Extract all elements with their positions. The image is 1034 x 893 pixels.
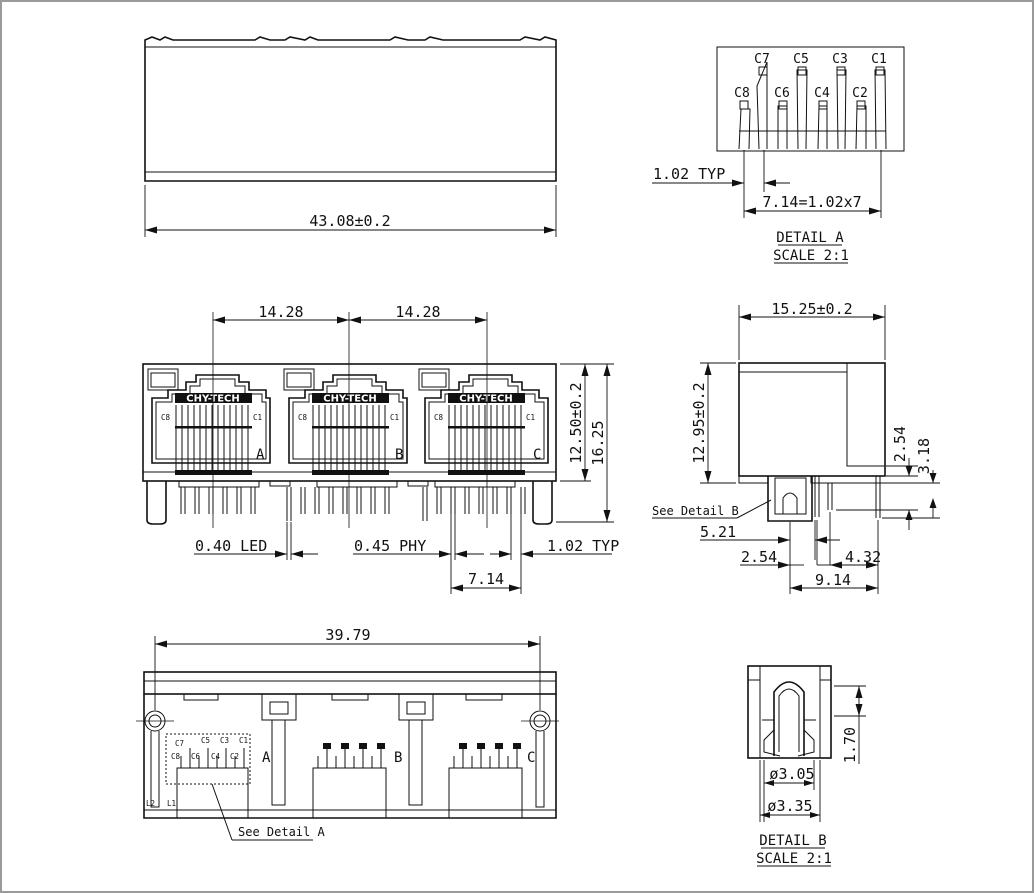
- bottom-pin-c5: C5: [201, 736, 210, 745]
- bottom-pin-c6: C6: [191, 752, 201, 761]
- detail-b-height-label: 1.70: [841, 727, 859, 763]
- detail-a: C7 C5 C3 C1 C8 C6 C4 C2 1.02 TYP 7.14=1.…: [652, 46, 905, 264]
- front-brand-c: CHY-TECH: [459, 394, 513, 405]
- detail-a-pin-c8: C8: [734, 86, 750, 101]
- detail-a-pin-c5: C5: [793, 52, 809, 67]
- side-view: 15.25±0.2 12.95±0.2 2.54 3.18 See Detail…: [652, 300, 940, 594]
- front-pin-span-label: 7.14: [468, 570, 504, 588]
- bottom-pin-c2: C2: [230, 752, 239, 761]
- front-port-letter-c: C: [533, 447, 541, 463]
- front-port-pitch-2: 14.28: [395, 303, 440, 321]
- front-pin-c8-a: C8: [161, 413, 171, 422]
- side-see-detail-b: See Detail B: [652, 504, 739, 518]
- bottom-port-letter-c: C: [527, 750, 535, 766]
- side-depth-label: 15.25±0.2: [771, 300, 852, 318]
- front-port-b: CHY-TECH C8 C1 B: [283, 368, 408, 475]
- bottom-port-letter-a: A: [262, 750, 271, 766]
- detail-a-title: DETAIL A: [776, 230, 844, 246]
- front-pin-c8-b: C8: [298, 413, 308, 422]
- bottom-port-letter-b: B: [394, 750, 402, 766]
- bottom-see-detail-a: See Detail A: [238, 825, 325, 839]
- front-led-label: 0.40 LED: [195, 537, 267, 555]
- front-port-c: CHY-TECH C8 C1 C: [418, 368, 549, 475]
- detail-a-pitch-label: 1.02 TYP: [653, 165, 725, 183]
- front-pitch-label: 1.02 TYP: [547, 537, 619, 555]
- detail-b-title: DETAIL B: [759, 833, 826, 849]
- side-dim-521: 5.21: [700, 523, 736, 541]
- detail-b-dia-outer: ø3.35: [767, 797, 812, 815]
- bottom-pin-c7: C7: [175, 739, 184, 748]
- detail-a-span-label: 7.14=1.02x7: [762, 193, 861, 211]
- detail-b-scale: SCALE 2:1: [756, 851, 832, 867]
- front-pin-c1-b: C1: [390, 413, 399, 422]
- detail-a-pin-c6: C6: [774, 86, 790, 101]
- side-dim-254b: 2.54: [741, 548, 777, 566]
- side-dim-254: 2.54: [891, 426, 909, 462]
- bottom-width-label: 39.79: [325, 626, 370, 644]
- side-dim-432: 4.32: [845, 548, 881, 566]
- front-height-total: 16.25: [589, 420, 607, 465]
- detail-a-pin-c3: C3: [832, 52, 848, 67]
- front-view: CHY-TECH C8 C1 A CHY-TECH C8 C1 B: [142, 303, 619, 594]
- front-port-letter-a: A: [256, 447, 265, 463]
- side-height-label: 12.95±0.2: [690, 382, 708, 463]
- side-dim-914: 9.14: [815, 571, 851, 589]
- detail-a-pin-c1: C1: [871, 52, 887, 67]
- front-brand-b: CHY-TECH: [323, 394, 377, 405]
- bottom-pin-c1: C1: [239, 736, 248, 745]
- front-pin-c1-c: C1: [526, 413, 535, 422]
- front-port-letter-b: B: [395, 447, 403, 463]
- detail-b: 1.70 ø3.05 ø3.35 DETAIL B SCALE 2:1: [747, 665, 866, 867]
- detail-a-pin-c4: C4: [814, 86, 830, 101]
- bottom-led-l1: L1: [167, 799, 176, 808]
- front-port-pitch-1: 14.28: [258, 303, 303, 321]
- bottom-pin-c4: C4: [211, 752, 221, 761]
- detail-a-pin-c7: C7: [754, 52, 770, 67]
- bottom-pin-c8: C8: [171, 752, 181, 761]
- side-dim-318: 3.18: [915, 438, 933, 474]
- bottom-view: C7 C5 C3 C1 C8 C6 C4 C2 A L2 L1 B C 39: [136, 626, 559, 841]
- top-view: 43.08±0.2: [144, 36, 557, 237]
- bottom-pin-c3: C3: [220, 736, 229, 745]
- detail-a-pin-c2: C2: [852, 86, 868, 101]
- detail-b-dia-inner: ø3.05: [769, 765, 814, 783]
- front-phy-label: 0.45 PHY: [354, 537, 426, 555]
- front-height-body: 12.50±0.2: [567, 382, 585, 463]
- top-width-label: 43.08±0.2: [309, 212, 390, 230]
- front-pin-c1-a: C1: [253, 413, 262, 422]
- detail-a-scale: SCALE 2:1: [773, 248, 849, 264]
- front-pin-c8-c: C8: [434, 413, 444, 422]
- bottom-led-l2: L2: [146, 799, 155, 808]
- front-port-a: CHY-TECH C8 C1 A: [147, 368, 271, 475]
